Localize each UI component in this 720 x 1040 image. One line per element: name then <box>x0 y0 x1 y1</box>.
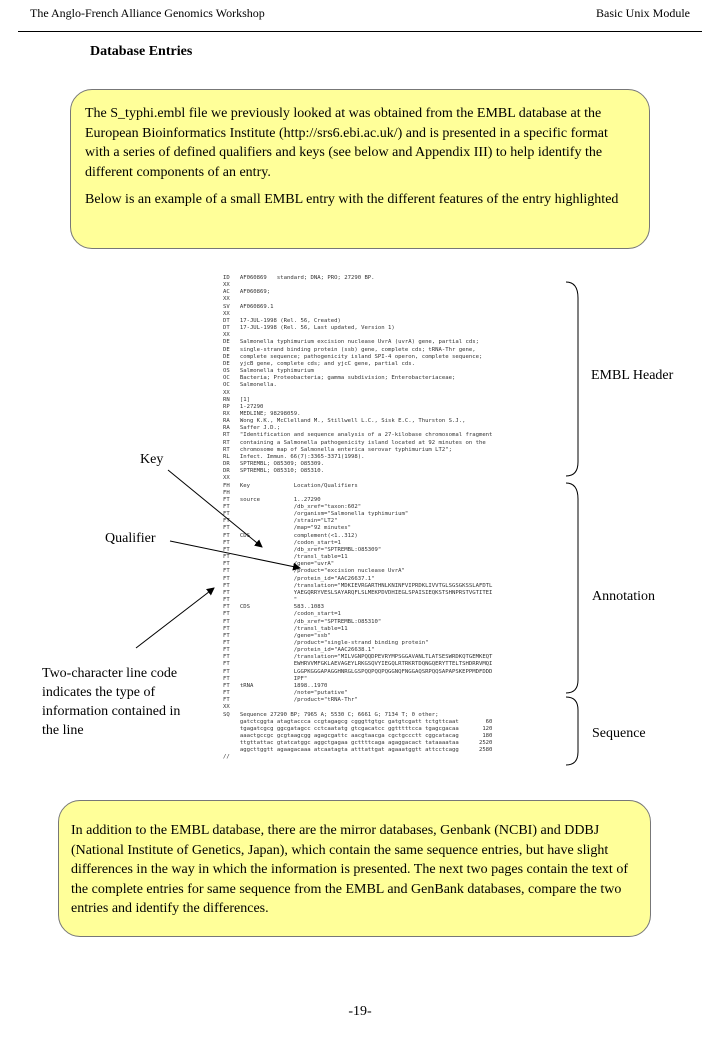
embl-entry-figure: ID AF060869 standard; DNA; PRO; 27290 BP… <box>220 272 558 768</box>
embl-entry-text: ID AF060869 standard; DNA; PRO; 27290 BP… <box>223 275 493 761</box>
qualifier-label: Qualifier <box>105 531 156 546</box>
annotation-label: Annotation <box>592 589 655 604</box>
page-number: -19- <box>348 1004 372 1019</box>
intro-paragraph-2: Below is an example of a small EMBL entr… <box>85 192 619 207</box>
running-header-right: Basic Unix Module <box>596 6 690 20</box>
intro-paragraph-1: The S_typhi.embl file we previously look… <box>85 106 608 180</box>
header-rule <box>18 31 702 32</box>
database-note-box: In addition to the EMBL database, there … <box>58 800 651 937</box>
sequence-brace <box>565 696 579 766</box>
intro-note-box: The S_typhi.embl file we previously look… <box>70 89 650 249</box>
section-title: Database Entries <box>90 44 193 59</box>
annotation-brace <box>565 482 579 694</box>
line-code-label: Two-character line code indicates the ty… <box>42 666 181 738</box>
key-arrow <box>167 469 263 548</box>
embl-header-brace <box>565 281 579 477</box>
line-code-arrow <box>135 587 215 649</box>
embl-header-label: EMBL Header <box>591 368 674 383</box>
qualifier-arrow <box>169 540 301 571</box>
running-header-left: The Anglo-French Alliance Genomics Works… <box>30 6 265 20</box>
key-label: Key <box>140 452 164 467</box>
database-note-text: In addition to the EMBL database, there … <box>71 823 628 916</box>
sequence-label: Sequence <box>592 726 646 741</box>
